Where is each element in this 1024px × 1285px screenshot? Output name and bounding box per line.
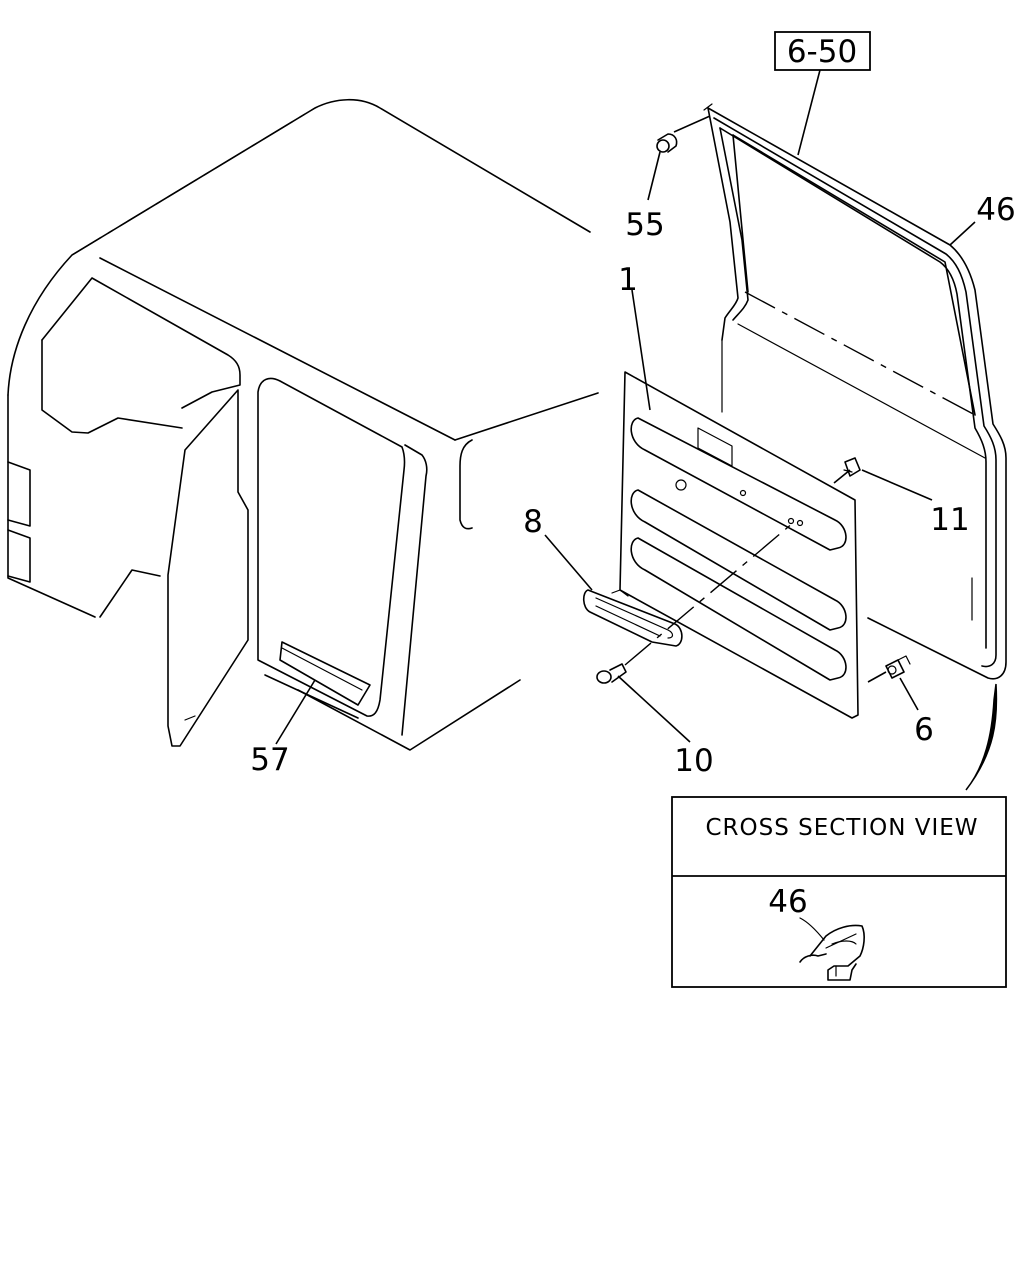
weatherstrip-profile [799,924,865,981]
callout-55: 55 [625,207,664,243]
cross-section-box: CROSS SECTION VIEW 46 [671,796,1007,988]
plug-55 [656,133,678,153]
callout-8: 8 [523,504,543,540]
cross-section-part-label: 46 [768,884,807,920]
reference-label: 6-50 [787,34,857,70]
callout-11: 11 [930,502,969,538]
back-door-panel [703,103,1007,680]
reference-box [774,31,871,71]
trim-panel [619,371,859,719]
callout-57: 57 [250,742,289,778]
cross-section-arrow [965,683,998,791]
callout-46: 46 [976,192,1015,228]
cross-section-title: CROSS SECTION VIEW [705,815,978,841]
callout-10: 10 [674,743,713,779]
leader-lines [275,69,976,745]
pull-handle [582,589,683,647]
callout-6: 6 [914,712,934,748]
cab-body [7,98,599,751]
callout-1: 1 [618,262,638,298]
clip-6 [885,655,911,679]
